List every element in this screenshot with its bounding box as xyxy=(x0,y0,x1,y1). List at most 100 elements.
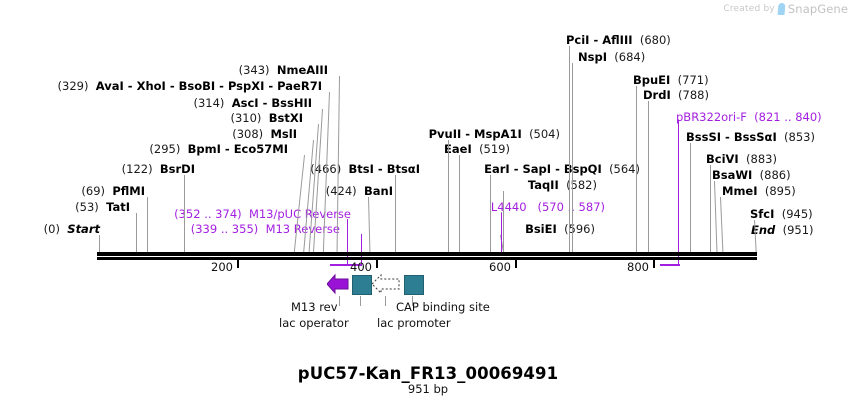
enzyme-name: AvaI xyxy=(95,79,124,93)
site-label-308[interactable]: (308) MslI xyxy=(60,128,297,140)
site-position: (951) xyxy=(782,223,814,237)
enzyme-name: DrdI xyxy=(643,88,671,102)
site-label-680[interactable]: PciI - AflIII (680) xyxy=(566,33,671,47)
site-label-895[interactable]: MmeI (895) xyxy=(722,185,796,197)
site-label-883[interactable]: BciVI (883) xyxy=(706,153,777,165)
primer-leader-L4440 xyxy=(501,212,502,256)
site-label-329[interactable]: (329) AvaI - XhoI - BsoBI - PspXI - PaeR… xyxy=(57,79,322,93)
feature-arrow-M13-rev[interactable] xyxy=(327,273,349,295)
primer-leader-L4440-join xyxy=(501,212,502,213)
enzyme-name: BssSαI xyxy=(733,130,777,144)
enzyme-name: BpmI xyxy=(187,142,221,156)
leader-line-684 xyxy=(572,63,573,253)
leader-line-424 xyxy=(368,196,371,255)
site-label-771[interactable]: BpuEI (771) xyxy=(633,74,709,86)
site-label-504[interactable]: PvuII - MspA1I (504) xyxy=(428,127,560,141)
ruler-tick-label-800: 800 xyxy=(627,260,649,274)
leader-line-0 xyxy=(99,235,100,253)
site-label-788[interactable]: DrdI (788) xyxy=(643,89,709,101)
primer-leader-M13-Reverse xyxy=(347,219,348,265)
feature-connector-lac-promoter xyxy=(385,296,386,306)
site-label-310[interactable]: (310) BstXI xyxy=(60,112,303,124)
primer-label-M13-Reverse[interactable]: (339 .. 355) M13 Reverse xyxy=(120,223,340,235)
leader-line-564 xyxy=(490,175,491,253)
site-label-53[interactable]: (53) TatI xyxy=(0,201,130,213)
leader-line-69 xyxy=(147,197,148,253)
feature-connector-M13-rev xyxy=(339,296,340,306)
site-position: (308) xyxy=(232,127,264,141)
leader-line-788 xyxy=(648,101,649,253)
enzyme-name: MmeI xyxy=(722,184,758,198)
site-label-314[interactable]: (314) AscI - BssHII xyxy=(193,96,312,110)
enzyme-name: BssHII xyxy=(271,96,312,110)
site-label-122[interactable]: (122) BsrDI xyxy=(10,163,195,175)
enzyme-name: BpuEI xyxy=(633,73,671,87)
site-position: (0) xyxy=(43,222,60,236)
leader-line-680 xyxy=(569,46,570,253)
leader-line-853 xyxy=(690,143,691,253)
site-label-0-start[interactable]: (0) Start xyxy=(0,223,100,235)
enzyme-name: BsaWI xyxy=(712,168,753,182)
sequence-end-label: End xyxy=(751,223,776,237)
site-label-596[interactable]: BsiEI (596) xyxy=(430,223,595,235)
enzyme-name: NspI xyxy=(578,50,607,64)
site-label-684[interactable]: NspI (684) xyxy=(578,51,645,63)
site-label-886[interactable]: BsaWI (886) xyxy=(712,169,791,181)
primer-label-M13-pUC-Reverse[interactable]: (352 .. 374) M13/pUC Reverse xyxy=(120,208,351,220)
enzyme-name: BtsαI xyxy=(386,162,420,176)
site-position: (69) xyxy=(81,184,105,198)
primer-name: pBR322ori-F xyxy=(676,110,747,124)
site-label-519[interactable]: EaeI (519) xyxy=(380,143,510,155)
enzyme-name: AflIII xyxy=(602,33,633,47)
site-position: (53) xyxy=(75,200,99,214)
site-label-69[interactable]: (69) PflMI xyxy=(0,185,145,197)
site-position: (886) xyxy=(759,168,791,182)
enzyme-name: SapI xyxy=(522,162,552,176)
site-label-295[interactable]: (295) BpmI - Eco57MI xyxy=(149,142,288,156)
leader-line-582 xyxy=(503,191,504,253)
leader-line-504 xyxy=(448,140,449,253)
primer-label-L4440[interactable]: L4440 (570 .. 587) xyxy=(430,201,605,213)
site-label-853[interactable]: BssSI - BssSαI (853) xyxy=(686,130,815,144)
site-position: (424) xyxy=(325,184,357,198)
enzyme-name: PvuII xyxy=(428,127,462,141)
enzyme-name: BsiEI xyxy=(525,222,557,236)
enzyme-name: PspXI xyxy=(227,79,265,93)
sequence-backbone-top xyxy=(97,252,757,256)
site-position: (329) xyxy=(57,79,89,93)
site-label-945[interactable]: SfcI (945) xyxy=(750,208,813,220)
feature-connector-lac-operator xyxy=(360,296,361,306)
ruler-tick-label-400: 400 xyxy=(350,260,372,274)
site-label-564[interactable]: EarI - SapI - BspQI (564) xyxy=(484,162,640,176)
primer-leader-M13-pUC-Reverse xyxy=(361,234,362,265)
feature-arrow-lac-promoter[interactable] xyxy=(372,273,400,295)
enzyme-name: BanI xyxy=(364,184,393,198)
primer-range: (570 .. 587) xyxy=(537,200,606,214)
site-label-343[interactable]: (343) NmeAIII xyxy=(80,64,328,76)
site-position: (945) xyxy=(781,207,813,221)
feature-label-lac-promoter[interactable]: lac promoter xyxy=(377,316,451,330)
enzyme-name: PaeR7I xyxy=(277,79,322,93)
feature-label-lac-operator[interactable]: lac operator xyxy=(279,316,349,330)
site-label-582[interactable]: TaqII (582) xyxy=(430,179,597,191)
feature-label-CAP-binding-site[interactable]: CAP binding site xyxy=(396,300,490,314)
feature-box-CAP-binding-site[interactable] xyxy=(404,275,424,295)
feature-box-lac-operator[interactable] xyxy=(352,275,372,295)
leader-line-53 xyxy=(136,213,137,253)
leader-line-519 xyxy=(459,155,460,253)
enzyme-name: EaeI xyxy=(444,142,472,156)
site-label-424[interactable]: (424) BanI xyxy=(250,185,393,197)
site-position: (680) xyxy=(639,33,671,47)
feature-connector-CAP-binding-site xyxy=(412,296,413,306)
site-position: (564) xyxy=(609,162,640,176)
page-title: pUC57-Kan_FR13_00069491 xyxy=(297,364,559,383)
site-position: (582) xyxy=(566,178,597,192)
ruler-tick-800 xyxy=(653,260,655,268)
site-label-951-end[interactable]: End (951) xyxy=(751,224,814,236)
site-position: (504) xyxy=(529,127,560,141)
primer-label-pBR322ori-F[interactable]: pBR322ori-F (821 .. 840) xyxy=(676,111,822,123)
ruler-tick-400 xyxy=(376,260,378,268)
primer-bracket-M13 xyxy=(330,264,362,266)
feature-label-M13-rev[interactable]: M13 rev xyxy=(291,300,338,314)
